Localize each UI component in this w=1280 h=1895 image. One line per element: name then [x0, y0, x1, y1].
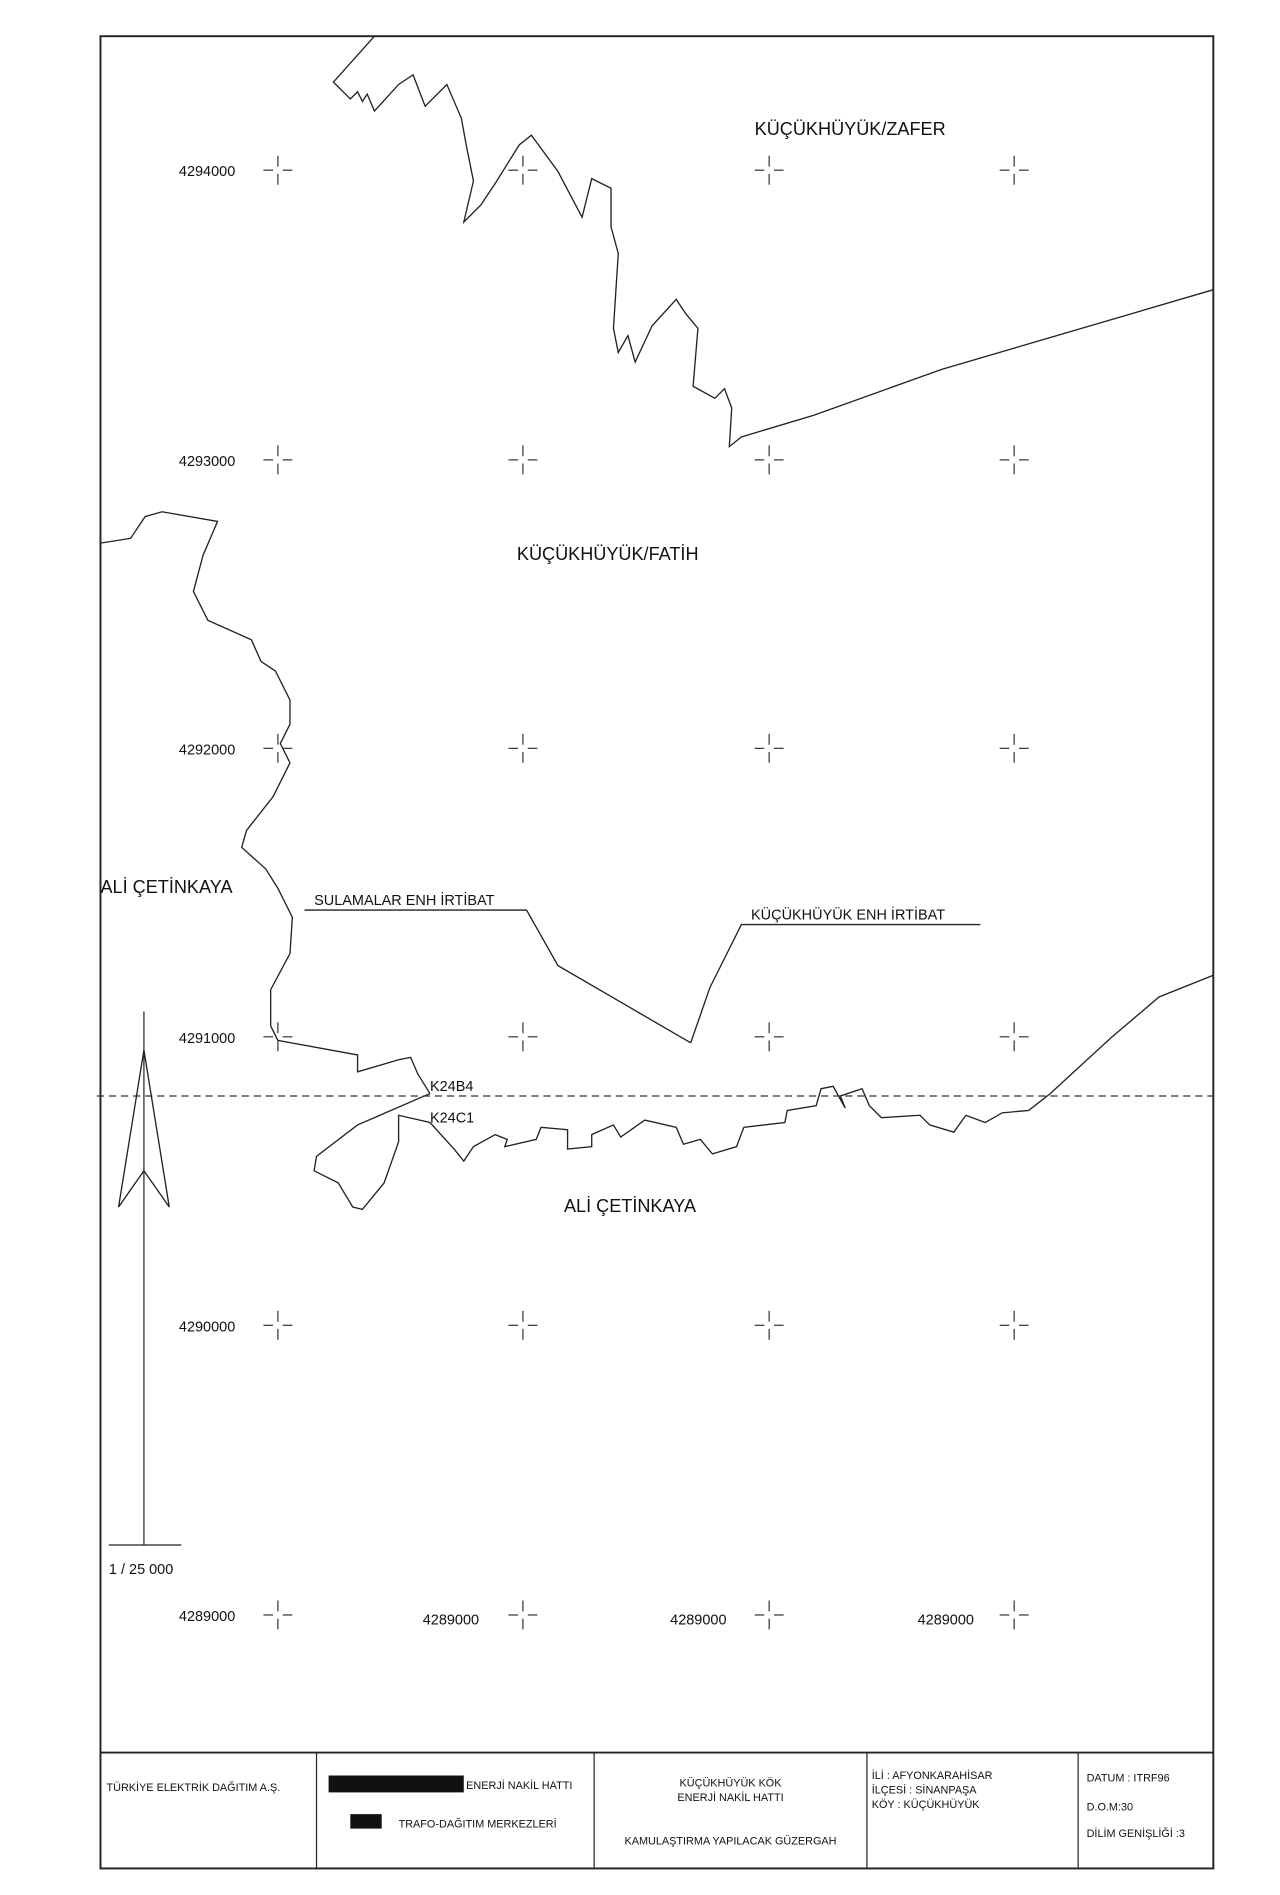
- bottom-coord-label: 4289000: [423, 1613, 479, 1629]
- grid-cross-icon: [754, 1022, 784, 1052]
- grid-crosses: [263, 155, 1029, 1630]
- grid-cross-icon: [999, 733, 1029, 763]
- northing-label: 4293000: [179, 454, 235, 470]
- grid-cross-icon: [263, 733, 293, 763]
- grid-cross-icon: [508, 1600, 538, 1630]
- region-label-ali-south: ALİ ÇETİNKAYA: [564, 1196, 697, 1216]
- grid-cross-icon: [754, 733, 784, 763]
- region-label-ali-west: ALİ ÇETİNKAYA: [100, 877, 233, 897]
- project-subtitle: KAMULAŞTIRMA YAPILACAK GÜZERGAH: [625, 1835, 837, 1847]
- grid-cross-icon: [999, 445, 1029, 475]
- grid-cross-icon: [263, 1022, 293, 1052]
- datum: DATUM : ITRF96: [1087, 1773, 1170, 1785]
- province: İLİ : AFYONKARAHİSAR: [872, 1769, 993, 1782]
- project-title-2: ENERJİ NAKİL HATTI: [677, 1791, 783, 1804]
- northing-label: 4289000: [179, 1609, 235, 1625]
- northing-label: 4294000: [179, 164, 235, 180]
- bottom-coord-label: 4289000: [918, 1613, 974, 1629]
- northing-label: 4290000: [179, 1319, 235, 1335]
- village: KÖY : KÜÇÜKHÜYÜK: [872, 1799, 981, 1811]
- grid-cross-icon: [754, 1600, 784, 1630]
- grid-cross-icon: [508, 155, 538, 185]
- region-label-fatih: KÜÇÜKHÜYÜK/FATİH: [517, 544, 699, 564]
- region-label-zafer: KÜÇÜKHÜYÜK/ZAFER: [755, 119, 946, 139]
- grid-cross-icon: [999, 1600, 1029, 1630]
- grid-cross-icon: [263, 1310, 293, 1340]
- grid-cross-icon: [999, 1310, 1029, 1340]
- northing-label: 4291000: [179, 1031, 235, 1047]
- grid-cross-icon: [508, 733, 538, 763]
- grid-cross-icon: [263, 445, 293, 475]
- district: İLÇESİ : SİNANPAŞA: [872, 1784, 978, 1797]
- dom: D.O.M:30: [1087, 1802, 1133, 1814]
- boundary-zafer: [332, 35, 1214, 449]
- grid-cross-icon: [508, 445, 538, 475]
- grid-cross-icon: [999, 155, 1029, 185]
- sulamalar-enh-route: [304, 909, 692, 1044]
- grid-cross-icon: [754, 155, 784, 185]
- project-title-1: KÜÇÜKHÜYÜK KÖK: [680, 1777, 783, 1789]
- legend-box-label: TRAFO-DAĞITIM MERKEZLERİ: [399, 1817, 557, 1830]
- grid-cross-icon: [754, 445, 784, 475]
- grid-cross-icon: [263, 155, 293, 185]
- legend-box-swatch: [350, 1814, 382, 1829]
- legend-line-label: ENERJİ NAKİL HATTI: [466, 1779, 572, 1792]
- grid-cross-icon: [999, 1022, 1029, 1052]
- northing-label: 4292000: [179, 742, 235, 758]
- sulamalar-label: SULAMALAR ENH İRTİBAT: [314, 891, 495, 909]
- company-name: TÜRKİYE ELEKTRİK DAĞITIM A.Ş.: [107, 1781, 281, 1794]
- north-arrow-icon: [108, 1011, 182, 1546]
- grid-cross-icon: [508, 1022, 538, 1052]
- grid-cross-icon: [754, 1310, 784, 1340]
- scale-label: 1 / 25 000: [109, 1562, 173, 1578]
- boundary-ali-south: [313, 974, 1214, 1211]
- grid-cross-icon: [508, 1310, 538, 1340]
- sheet-label-k24c1: K24C1: [430, 1111, 474, 1127]
- bottom-coord-label: 4289000: [670, 1613, 726, 1629]
- legend-line-swatch: [328, 1775, 464, 1793]
- kucukhuyuk-enh-route: [690, 923, 981, 1044]
- kucukhuyuk-enh-label: KÜÇÜKHÜYÜK ENH İRTİBAT: [751, 906, 945, 924]
- zone-width: DİLİM GENİŞLİĞİ :3: [1087, 1827, 1185, 1840]
- grid-cross-icon: [263, 1600, 293, 1630]
- boundary-fatih-west: [100, 511, 431, 1094]
- map-frame: [99, 35, 1215, 1870]
- title-block: [100, 1751, 1214, 1869]
- sheet-label-k24b4: K24B4: [430, 1079, 473, 1095]
